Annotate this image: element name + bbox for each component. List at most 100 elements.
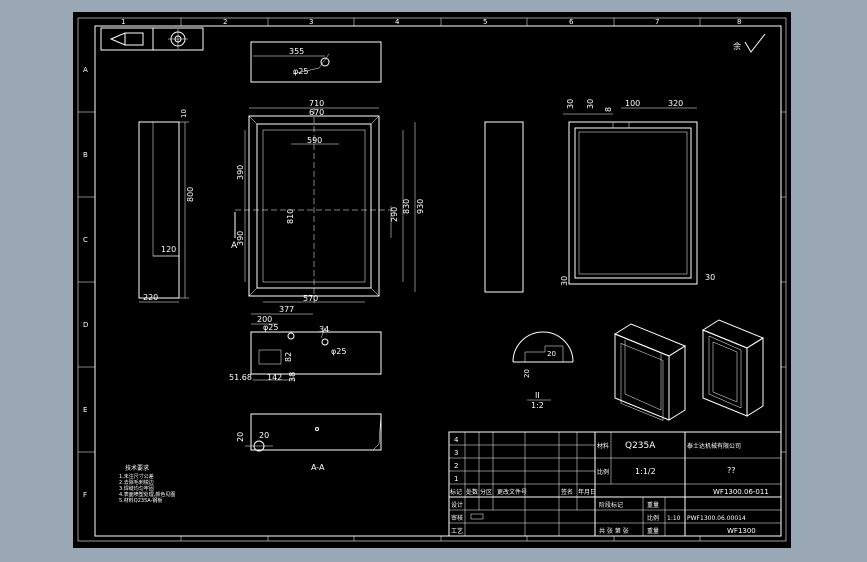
note-5: 5.材料Q235A-钢板 [119,497,162,504]
dim-670: 670 [309,108,324,117]
front-view: 710 670 590 390 810 390 A 290 830 930 57… [231,99,425,304]
hdr-sign: 签名 [561,488,573,496]
ratio-label: 比例 [597,468,609,476]
note-4: 4.表面喷塑处理,颜色见图 [119,491,175,498]
dim-hole-25-b: φ25 [331,347,346,356]
hdr-count: 处数 [466,488,478,496]
drawing-code-2: PWF1300.06.00014 [687,515,746,522]
detail-scale: 1:2 [531,401,544,410]
material-label: 材料 [597,442,609,450]
isometric-view-2 [701,319,765,417]
dim-30-b: 30 [586,99,595,109]
zone-d: D [83,321,88,329]
product-code: WF1300 [727,527,756,535]
ratio-value: 1:1/2 [635,467,656,476]
dim-10: 10 [180,109,188,118]
dim-20-b: 20 [259,431,269,440]
zone-7: 7 [655,18,659,26]
top-slot-view: 355 φ25 [250,41,382,83]
company-name: 泰士达机械有限公司 [687,442,741,450]
zone-6: 6 [569,18,574,26]
zone-1: 1 [121,18,125,26]
note-3: 3.焊缝均匀牢固 [119,485,154,492]
zone-a: A [83,66,88,74]
zone-5: 5 [483,18,487,26]
dim-51-68: 51.68 [229,373,252,382]
technical-notes: 技术要求 1.未注尺寸公差 2.去除毛刺锐边 3.焊缝均匀牢固 4.表面喷塑处理… [119,464,175,504]
dim-34: 34 [319,325,329,334]
detail-dim-20-a: 20 [547,350,556,358]
rev-4: 4 [454,436,459,444]
hdr-stage: 阶段标记 [599,501,623,509]
note-1: 1.未注尺寸公差 [119,473,154,480]
technical-drawing: 1 2 3 4 5 6 7 8 A B C D E F 余 355 φ25 [77,17,787,542]
rev-3: 3 [454,449,458,457]
dim-30-d: 30 [705,273,715,282]
dim-120: 120 [161,245,176,254]
isometric-view-1 [613,323,687,421]
dim-220: 220 [143,293,158,302]
dim-390-lower: 390 [236,231,245,246]
zone-3: 3 [309,18,313,26]
dim-200: 200 [257,315,272,324]
projection-box [100,27,204,51]
dim-30-a: 30 [566,99,575,109]
dim-100: 100 [625,99,640,108]
section-view-a-a: 20 20 A-A [236,413,382,472]
dim-290: 290 [390,207,399,222]
zone-ticks [78,18,786,541]
section-mark-a: A [231,241,238,251]
dim-590: 590 [307,136,322,145]
zone-e: E [83,406,87,414]
rev-1: 1 [454,475,458,483]
sheet-label: 共 张 第 张 [599,527,629,535]
scale-label: 比例 [647,514,659,522]
dim-8: 8 [604,107,613,112]
drawing-code: WF1300.06-011 [713,488,769,496]
middle-side-view [484,121,524,293]
dim-930: 930 [416,199,425,214]
outer-frame [77,17,787,542]
dim-hole-25-a: φ25 [263,323,278,332]
dim-377: 377 [279,305,294,314]
zone-b: B [83,151,88,159]
bottom-slot-view: 200 377 φ25 34 φ25 82 51.68 142 38 [229,305,382,382]
zone-f: F [83,491,87,499]
dim-800: 800 [186,187,195,202]
drawing-sheet: 1 2 3 4 5 6 7 8 A B C D E F 余 355 φ25 [73,12,791,548]
label-design: 设计 [451,501,463,509]
zone-4: 4 [395,18,400,26]
dim-810: 810 [286,209,295,224]
dim-570: 570 [303,294,318,303]
hdr-date: 年月日 [578,488,596,496]
notes-title: 技术要求 [125,464,149,472]
dim-390-upper: 390 [236,165,245,180]
dim-30-c: 30 [560,276,569,286]
zone-2: 2 [223,18,227,26]
dim-830: 830 [402,199,411,214]
part-name: ?? [727,466,736,475]
title-block: 4 3 2 1 标记 处数 分区 更改文件号 签名 年月日 阶段标记 重量 设计… [448,431,782,537]
zone-8: 8 [737,18,741,26]
label-review: 审核 [451,514,463,522]
first-angle-projection-icon [109,29,188,49]
dim-142: 142 [267,373,282,382]
hdr-file: 更改文件号 [497,488,527,496]
detail-dim-20-b: 20 [523,369,531,378]
roughness-label: 余 [733,41,741,51]
hdr-mark: 标记 [450,488,462,496]
hdr-zone: 分区 [480,488,492,496]
section-label-a-a: A-A [311,463,325,472]
dim-38: 38 [288,372,297,382]
right-front-view: 30 30 8 100 320 30 30 [560,99,715,286]
weight-label: 重量 [647,527,659,535]
hdr-weight: 重量 [647,501,659,509]
note-2: 2.去除毛刺锐边 [119,479,154,486]
surface-roughness-icon: 余 [733,33,766,53]
label-process: 工艺 [451,527,463,535]
dim-82: 82 [284,352,293,362]
dim-20-a: 20 [236,432,245,442]
dim-320: 320 [668,99,683,108]
detail-label-ii: II [535,391,540,400]
rev-2: 2 [454,462,458,470]
